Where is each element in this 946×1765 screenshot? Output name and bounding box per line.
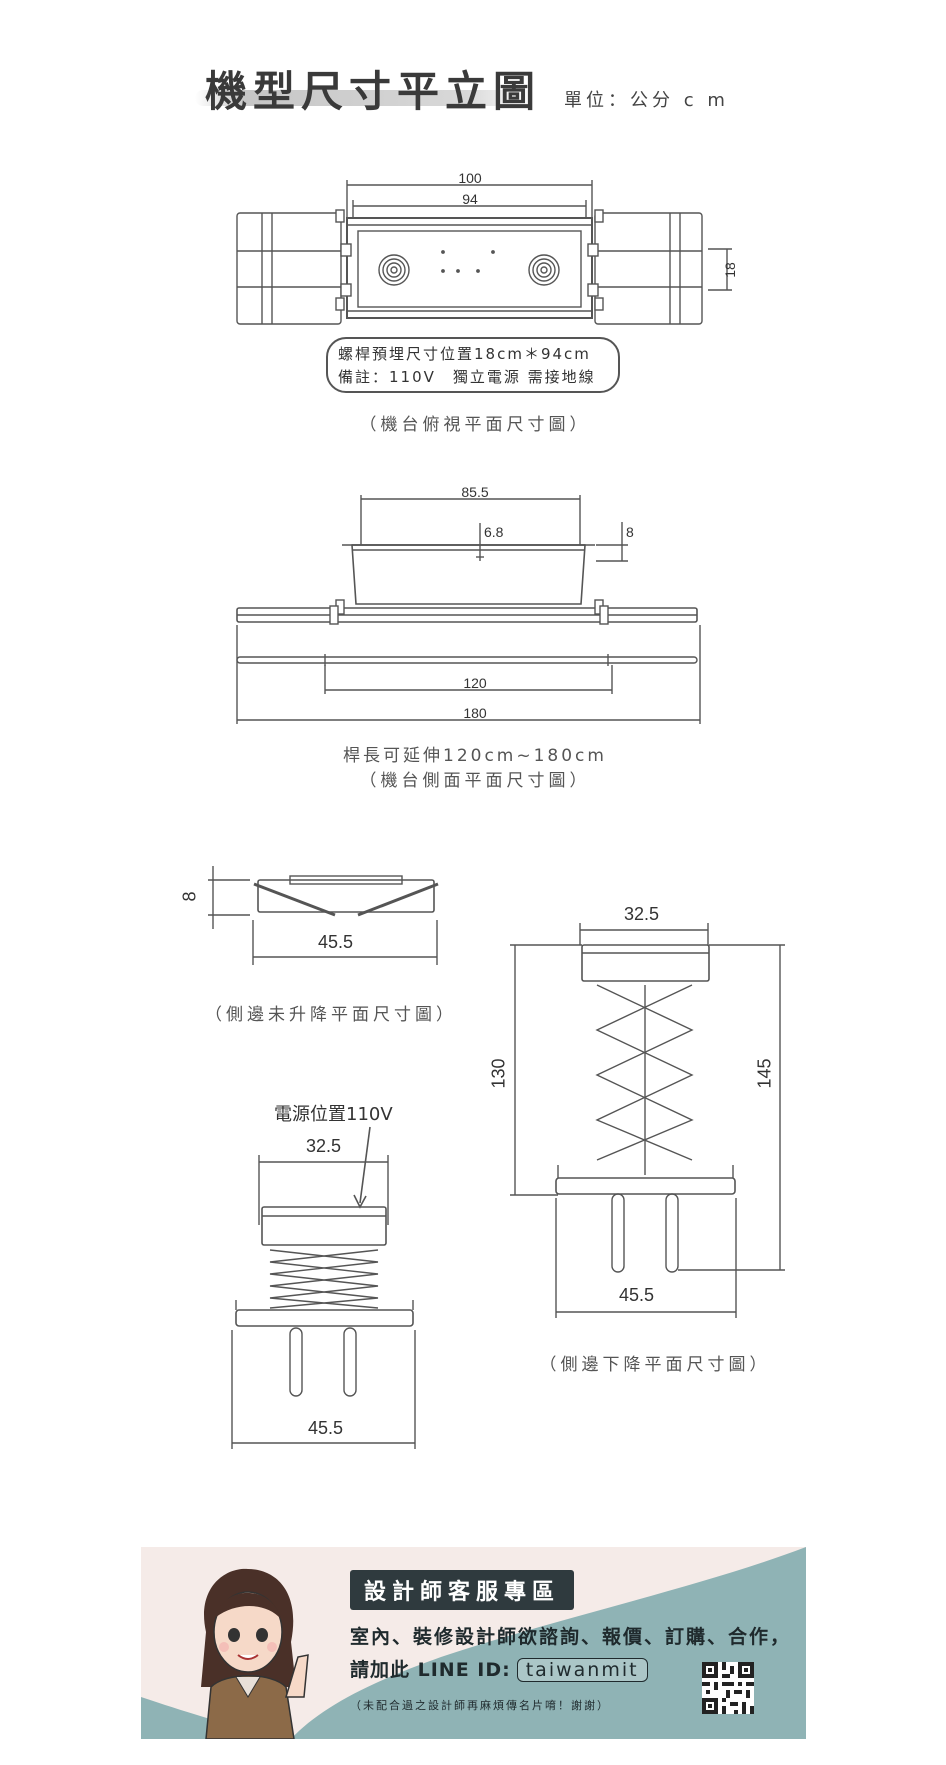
banner-wave-shape <box>141 1547 806 1739</box>
top-view-drawing <box>236 180 732 325</box>
lowered-dim-top: 32.5 <box>624 904 660 924</box>
power-dim-bottom: 45.5 <box>308 1418 344 1438</box>
service-badge: 設計師客服專區 <box>350 1570 575 1610</box>
lowered-dim-bottom: 45.5 <box>619 1285 655 1305</box>
extend-note: 桿長可延伸120cm~180cm <box>343 746 607 766</box>
folded-dim-height: 8 <box>179 891 200 902</box>
power-position-label: 電源位置110V <box>274 1104 393 1125</box>
embed-note-line1: 螺桿預埋尺寸位置18cm＊94cm <box>338 345 591 363</box>
embed-note-box: 螺桿預埋尺寸位置18cm＊94cm 備註：110V 獨立電源 需接地線 <box>326 337 620 393</box>
banner-line2: 請加此 LINE ID:taiwanmit <box>350 1655 648 1682</box>
left-rail-frame <box>236 212 342 325</box>
side-dim-min: 120 <box>463 675 487 691</box>
extension-bar <box>236 656 698 664</box>
right-fan <box>528 254 560 286</box>
top-dim-depth: 18 <box>722 262 738 278</box>
qr-code-icon[interactable] <box>702 1662 754 1714</box>
main-body-inner <box>357 230 582 308</box>
page-title: 機型尺寸平立圖 <box>205 67 542 116</box>
lowered-dim-right: 145 <box>754 1058 775 1089</box>
folded-view-drawing <box>208 866 439 965</box>
top-view-caption: （機台俯視平面尺寸圖） <box>359 415 591 435</box>
title-brush-stroke <box>195 90 535 106</box>
left-fan <box>378 254 410 286</box>
avatar-illustration <box>201 1568 309 1739</box>
banner-line1: 室內、裝修設計師欲諮詢、報價、訂購、合作， <box>350 1626 792 1648</box>
line-id-prefix: 請加此 LINE ID: <box>350 1659 511 1681</box>
lowered-dim-left: 130 <box>488 1058 509 1089</box>
top-dim-outer: 100 <box>458 170 482 186</box>
side-view-caption: （機台側面平面尺寸圖） <box>359 771 591 791</box>
folded-dim-width: 45.5 <box>318 932 354 952</box>
right-rail-frame <box>594 212 703 325</box>
power-dim-top: 32.5 <box>306 1136 342 1156</box>
side-dim-height: 8 <box>626 524 634 540</box>
line-id-value[interactable]: taiwanmit <box>516 1658 648 1682</box>
main-body-outline <box>346 217 593 319</box>
side-dim-top: 85.5 <box>461 484 489 500</box>
side-view-drawing <box>236 495 701 724</box>
side-dim-max: 180 <box>463 705 487 721</box>
lowered-view-drawing <box>510 923 785 1318</box>
unit-label: 單位：公分 c m <box>564 90 729 111</box>
banner-line3: （未配合過之設計師再麻煩傳名片唷！謝謝） <box>350 1699 610 1712</box>
top-dim-inner: 94 <box>462 191 478 207</box>
embed-note-line2: 備註：110V 獨立電源 需接地線 <box>338 368 596 386</box>
lowered-view-caption: （側邊下降平面尺寸圖） <box>539 1355 771 1375</box>
folded-view-caption: （側邊未升降平面尺寸圖） <box>205 1005 457 1025</box>
power-view-drawing <box>231 1126 416 1449</box>
side-dim-small: 6.8 <box>484 524 504 540</box>
